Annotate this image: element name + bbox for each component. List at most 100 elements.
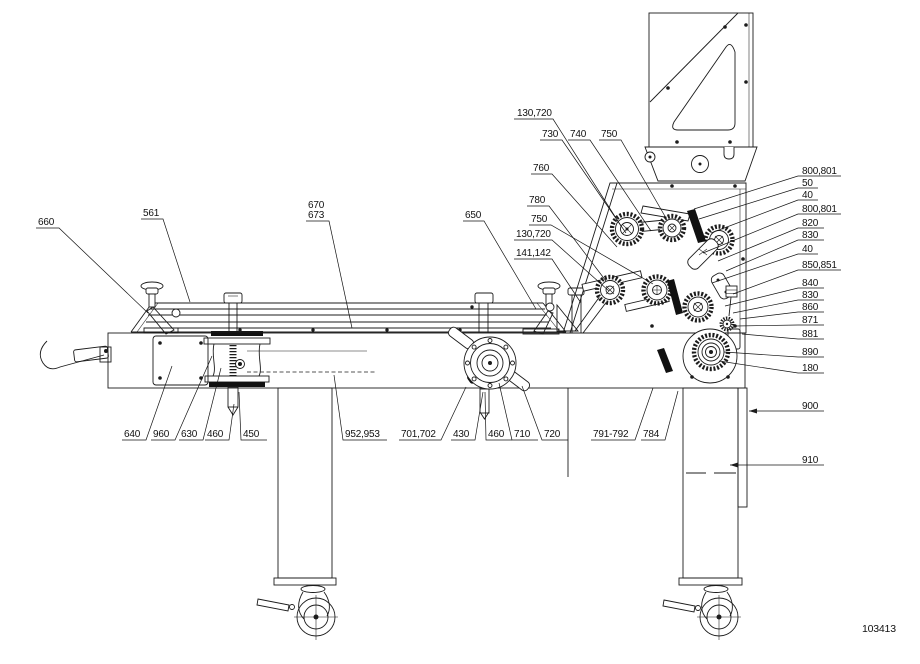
callout-40-a: 40	[710, 190, 818, 234]
part-number-label: 701,702	[401, 429, 436, 440]
part-number-label: 830	[802, 290, 819, 301]
part-number-label: 881	[802, 329, 819, 340]
belt-strip-bed	[657, 348, 673, 373]
gear-a	[609, 211, 645, 247]
part-number-label: 952,953	[345, 429, 380, 440]
callout-800-801-b: 800,801	[702, 204, 841, 254]
part-number-label: 460	[488, 429, 505, 440]
clamp-knob-right	[522, 281, 585, 335]
callout-820: 820	[717, 218, 824, 262]
part-number-label: 561	[143, 208, 160, 219]
part-number-label: 640	[124, 429, 141, 440]
arrowhead	[730, 462, 738, 468]
part-number-label: 740	[570, 129, 587, 140]
part-number-label: 800,801	[802, 166, 837, 177]
part-number-label: 130,720	[516, 229, 551, 240]
gear-b	[657, 213, 687, 243]
part-number-label: 860	[802, 302, 819, 313]
part-number-label: 40	[802, 244, 813, 255]
hex-bolt	[725, 285, 738, 298]
callout-460-a: 460	[205, 403, 235, 441]
callout-780: 780	[527, 195, 607, 282]
belt-strip-upper	[687, 209, 706, 243]
part-number-label: 460	[207, 429, 224, 440]
part-number-label: 960	[153, 429, 170, 440]
part-number-label: 850,851	[802, 260, 837, 271]
part-number-label: 50	[802, 178, 813, 189]
hopper	[644, 12, 758, 182]
part-number-label: 40	[802, 190, 813, 201]
callout-860: 860	[739, 302, 824, 320]
part-number-label: 180	[802, 363, 819, 374]
handwheel	[447, 326, 531, 420]
part-number-label: 750	[601, 129, 618, 140]
callout-130-720-b: 130,720	[514, 229, 610, 292]
part-number-label: 791-792	[593, 429, 629, 440]
part-number-label: 730	[542, 129, 559, 140]
callout-50: 50	[698, 178, 818, 220]
callout-750-b: 750	[529, 214, 654, 285]
hand-lever	[39, 340, 112, 370]
part-number-label: 720	[544, 429, 561, 440]
cover-plate	[152, 335, 209, 386]
belt-guard-panel	[737, 387, 748, 508]
callout-141-142: 141,142	[514, 248, 582, 304]
callout-710: 710	[498, 382, 538, 441]
part-number-label: 890	[802, 347, 819, 358]
callout-730: 730	[540, 129, 627, 234]
gear-plate	[562, 182, 747, 334]
gear-small	[719, 316, 735, 332]
callout-910: 910	[730, 455, 824, 468]
part-number-label: 673	[308, 210, 325, 221]
callout-750-a: 750	[599, 129, 667, 219]
feed-gears-upper	[609, 205, 735, 300]
callout-871: 871	[735, 315, 824, 327]
part-number-label: 630	[181, 429, 198, 440]
guide-rails	[130, 281, 585, 335]
gear-f	[682, 291, 714, 323]
callout-760: 760	[531, 163, 618, 248]
leg-left	[256, 387, 338, 640]
callout-791-792: 791-792	[591, 387, 654, 441]
callout-784: 784	[641, 390, 679, 441]
callout-630: 630	[179, 367, 222, 441]
callout-720: 720	[521, 385, 568, 441]
part-number-label: 450	[243, 429, 260, 440]
callout-890: 890	[723, 347, 824, 358]
callout-830-a: 830	[725, 230, 824, 272]
callout-670-673: 670 673	[306, 200, 353, 329]
callout-830-b: 830	[732, 290, 824, 314]
callout-850-851: 850,851	[732, 260, 841, 295]
part-number-label: 130,720	[517, 108, 552, 119]
part-number-label: 800,801	[802, 204, 837, 215]
part-number-label: 830	[802, 230, 819, 241]
brake-lever-left[interactable]	[256, 598, 290, 612]
callout-40-b: 40	[711, 244, 818, 284]
callout-960: 960	[151, 355, 213, 441]
part-number-label: 871	[802, 315, 819, 326]
callout-701-702: 701,702	[399, 386, 467, 441]
part-number-label: 900	[802, 401, 819, 412]
drawing-number: 103413	[862, 623, 896, 635]
part-number-label: 660	[38, 217, 55, 228]
brake-lever-right[interactable]	[662, 599, 696, 613]
part-number-label: 910	[802, 455, 819, 466]
callout-881: 881	[741, 329, 824, 340]
callout-900: 900	[749, 401, 824, 414]
gear-d	[594, 274, 626, 306]
machine-bed	[107, 332, 746, 477]
clamp-knob-left	[140, 281, 181, 335]
link-arm-upper	[687, 238, 719, 270]
part-number-label: 750	[531, 214, 548, 225]
drive-pulley	[682, 328, 741, 384]
feed-gears-lower	[574, 270, 738, 373]
callout-660: 660	[36, 217, 149, 314]
callout-952-953: 952,953	[333, 374, 387, 441]
height-adjuster	[203, 292, 271, 416]
leg-right	[662, 387, 743, 640]
hopper-funnel	[644, 146, 758, 182]
callout-650: 650	[463, 210, 537, 310]
callout-130-720-a: 130,720	[514, 108, 622, 227]
